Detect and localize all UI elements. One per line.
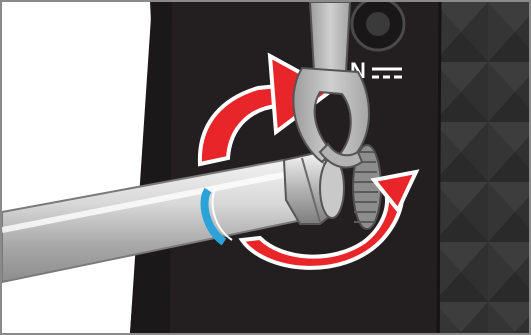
device-pattern-panel [440,2,529,333]
upper-port [352,2,404,50]
